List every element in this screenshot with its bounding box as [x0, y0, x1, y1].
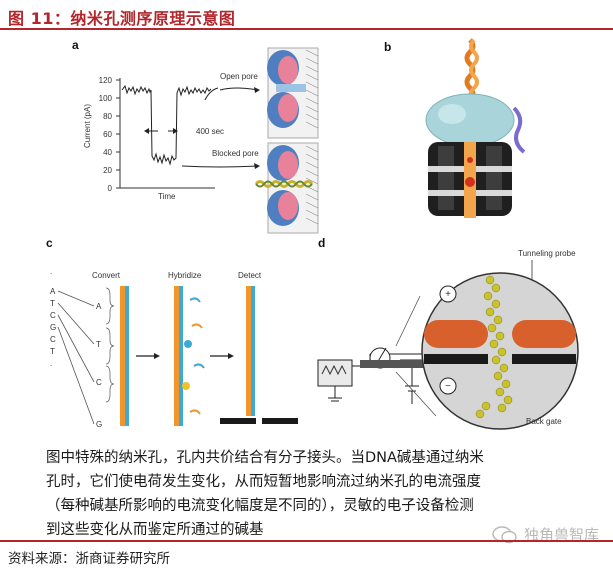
strand-convert — [120, 286, 129, 426]
caption-line-3: （每种碱基所影响的电流变化幅度是不同的），灵敏的电子设备检测 — [46, 494, 586, 518]
panel-a-y-ticks: 0 20 40 60 80 100 120 — [99, 76, 120, 193]
y-tick-20: 20 — [103, 166, 112, 175]
y-tick-60: 60 — [103, 130, 112, 139]
base-g: G — [96, 420, 102, 429]
y-tick-100: 100 — [99, 94, 113, 103]
panel-c-label: c — [46, 236, 53, 250]
figure-title: 图 11：纳米孔测序原理示意图 — [8, 5, 235, 29]
chip — [360, 360, 430, 368]
tunneling-probe-label: Tunneling probe — [518, 249, 576, 258]
y-tick-120: 120 — [99, 76, 113, 85]
panel-a-diagram: 0 20 40 60 80 100 120 Current (pA) Time … — [70, 38, 320, 238]
open-pore-label: Open pore — [220, 72, 258, 81]
seq-t: T — [50, 299, 55, 308]
bottom-rule — [0, 540, 613, 542]
y-tick-40: 40 — [103, 148, 112, 157]
y-tick-80: 80 — [103, 112, 112, 121]
seq-dot: . — [50, 267, 52, 276]
current-trace — [122, 86, 211, 164]
panel-b: b — [380, 38, 580, 228]
panel-a: a 0 20 40 60 80 100 120 Current (pA) Tim… — [70, 38, 320, 238]
process-arrows — [136, 353, 234, 359]
stage-hybridize: Hybridize — [168, 271, 202, 280]
panel-b-label: b — [384, 40, 391, 54]
enzyme — [426, 94, 514, 146]
dna-helix-top — [467, 40, 477, 100]
seq-c2: C — [50, 335, 56, 344]
figure-title-bar: 图 11：纳米孔测序原理示意图 — [0, 0, 613, 30]
plus-symbol: + — [445, 289, 451, 300]
blocked-pore-structure — [256, 143, 318, 233]
magnified-pore: + − — [422, 273, 578, 429]
panel-a-label: a — [72, 38, 79, 52]
panel-d-diagram: + − Tunneling probe Back gate — [300, 236, 600, 436]
blocked-pore-label: Blocked pore — [212, 149, 259, 158]
seq-c: C — [50, 311, 56, 320]
protein-pore — [428, 142, 512, 218]
seq-t2: T — [50, 347, 55, 356]
panel-b-structure — [380, 38, 580, 228]
scale-note: 400 sec — [196, 127, 224, 136]
y-tick-0: 0 — [108, 184, 113, 193]
sequence-column: . A T C G C T . — [50, 267, 56, 368]
seq-a: A — [50, 287, 56, 296]
base-t: T — [96, 340, 101, 349]
seq-g: G — [50, 323, 56, 332]
base-c: C — [96, 378, 102, 387]
panel-d: d — [300, 236, 600, 436]
minus-symbol: − — [445, 381, 451, 392]
panel-c: c . A T C G C T . Convert Hybridize Dete… — [40, 236, 315, 436]
panel-c-diagram: . A T C G C T . Convert Hybridize Detect… — [40, 236, 315, 436]
seq-dot2: . — [50, 359, 52, 368]
stage-convert: Convert — [92, 271, 121, 280]
base-a: A — [96, 302, 102, 311]
caption-line-2: 孔时，它们使电荷发生变化，从而短暂地影响流过纳米孔的电流强度 — [46, 470, 586, 494]
open-pore-structure — [267, 48, 318, 138]
panel-a-x-axis-label: Time — [158, 192, 176, 201]
panel-a-y-axis-label: Current (pA) — [83, 104, 92, 148]
strand-hybridize — [174, 286, 204, 426]
source-note: 资料来源：浙商证券研究所 — [8, 547, 170, 567]
back-gate-label: Back gate — [526, 417, 562, 426]
stage-detect: Detect — [238, 271, 262, 280]
caption-line-1: 图中特殊的纳米孔，孔内共价结合有分子接头。当DNA碱基通过纳米 — [46, 446, 586, 470]
panel-d-label: d — [318, 236, 325, 250]
